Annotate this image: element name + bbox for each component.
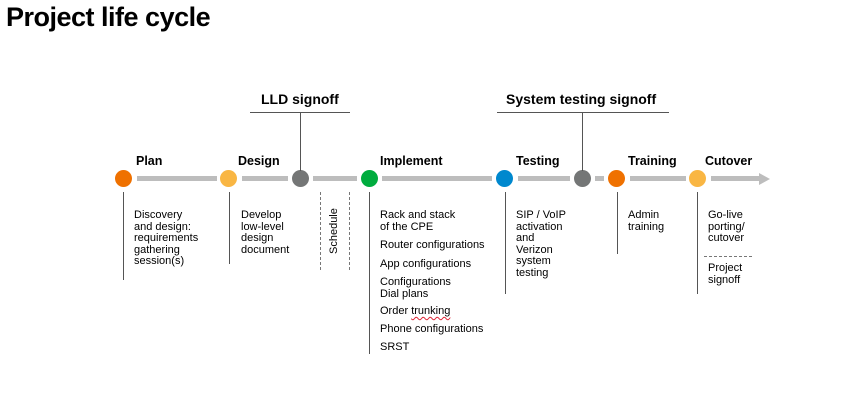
implement-item-line: Configurations bbox=[380, 276, 451, 288]
timeline-segment bbox=[137, 176, 217, 181]
page-title: Project life cycle bbox=[6, 2, 211, 32]
system-testing-signoff-connector bbox=[582, 112, 583, 171]
schedule-bracket-left bbox=[320, 192, 321, 270]
training-dot bbox=[608, 170, 625, 187]
timeline-segment bbox=[313, 176, 357, 181]
project-signoff-text: Project signoff bbox=[708, 262, 743, 286]
timeline-segment bbox=[382, 176, 492, 181]
desc-line: system bbox=[516, 255, 551, 267]
timeline-segment bbox=[711, 176, 759, 181]
desc-line: activation bbox=[516, 220, 563, 233]
training-description: Admin training bbox=[628, 209, 665, 233]
design-descender bbox=[229, 192, 230, 264]
stage-label-implement: Implement bbox=[380, 154, 443, 168]
implement-item: App configurations bbox=[380, 258, 472, 270]
desc-line: cutover bbox=[708, 232, 745, 244]
desc-line: training bbox=[628, 220, 665, 233]
desc-line: Discovery bbox=[134, 209, 183, 221]
order-trunking-text: Order trunking bbox=[380, 305, 451, 317]
timeline-arrow-icon bbox=[759, 172, 770, 185]
implement-item-line: of the CPE bbox=[380, 220, 434, 233]
schedule-bracket-right bbox=[349, 192, 350, 270]
desc-line: SIP / VoIP bbox=[516, 209, 566, 221]
cutover-dot bbox=[689, 170, 706, 187]
timeline-segment bbox=[595, 176, 604, 181]
implement-descender bbox=[369, 192, 370, 354]
stage-label-plan: Plan bbox=[136, 154, 163, 168]
training-descender bbox=[617, 192, 618, 254]
implement-item-line: Rack and stack bbox=[380, 209, 456, 221]
design-description: Develop low-level design document bbox=[241, 209, 290, 256]
testing-descender bbox=[505, 192, 506, 294]
desc-line: document bbox=[241, 243, 290, 256]
implement-item: Router configurations bbox=[380, 239, 485, 251]
desc-line: Go-live bbox=[708, 209, 743, 221]
cutover-divider bbox=[704, 256, 752, 257]
timeline-segment bbox=[242, 176, 288, 181]
desc-line: Admin bbox=[628, 209, 660, 221]
plan-dot bbox=[115, 170, 132, 187]
desc-line: Project bbox=[708, 262, 743, 274]
implement-item: Rack and stack of the CPE bbox=[380, 209, 456, 233]
lld-signoff-connector bbox=[300, 112, 301, 171]
desc-line: gathering bbox=[134, 243, 180, 256]
spellcheck-underline: trunking bbox=[411, 305, 451, 317]
desc-line: low-level bbox=[241, 220, 284, 233]
implement-item-line: Dial plans bbox=[380, 287, 429, 300]
desc-line: and bbox=[516, 232, 535, 244]
implement-dot bbox=[361, 170, 378, 187]
implement-item: Phone configurations bbox=[380, 323, 484, 335]
testing-description: SIP / VoIP activation and Verizon system… bbox=[516, 209, 566, 279]
timeline-segment bbox=[518, 176, 570, 181]
desc-line: and design: bbox=[134, 220, 191, 233]
desc-line: testing bbox=[516, 266, 549, 279]
stage-label-testing: Testing bbox=[516, 154, 560, 168]
implement-item: SRST bbox=[380, 341, 410, 353]
stage-label-cutover: Cutover bbox=[705, 154, 753, 168]
plan-descender bbox=[123, 192, 124, 280]
desc-line: porting/ bbox=[708, 220, 745, 233]
desc-line: requirements bbox=[134, 232, 199, 244]
implement-item: Order trunking bbox=[380, 305, 451, 318]
implement-item: Configurations Dial plans bbox=[380, 276, 451, 300]
system-testing-milestone-dot bbox=[574, 170, 591, 187]
system-testing-signoff-label: System testing signoff bbox=[506, 91, 657, 107]
lld-milestone-dot bbox=[292, 170, 309, 187]
lld-signoff-label: LLD signoff bbox=[261, 91, 339, 107]
desc-line: Develop bbox=[241, 209, 282, 221]
desc-line: Verizon bbox=[516, 243, 553, 256]
plan-description: Discovery and design: requirements gathe… bbox=[134, 209, 199, 268]
schedule-label: Schedule bbox=[328, 208, 340, 254]
timeline-segment bbox=[630, 176, 686, 181]
desc-line: session(s) bbox=[134, 255, 185, 267]
design-dot bbox=[220, 170, 237, 187]
system-testing-signoff-bracket bbox=[497, 112, 669, 113]
stage-label-training: Training bbox=[628, 154, 677, 168]
cutover-description: Go-live porting/ cutover bbox=[708, 209, 745, 245]
cutover-descender bbox=[697, 192, 698, 294]
desc-line: design bbox=[241, 232, 274, 244]
testing-dot bbox=[496, 170, 513, 187]
desc-line: signoff bbox=[708, 273, 741, 286]
stage-label-design: Design bbox=[238, 154, 280, 168]
